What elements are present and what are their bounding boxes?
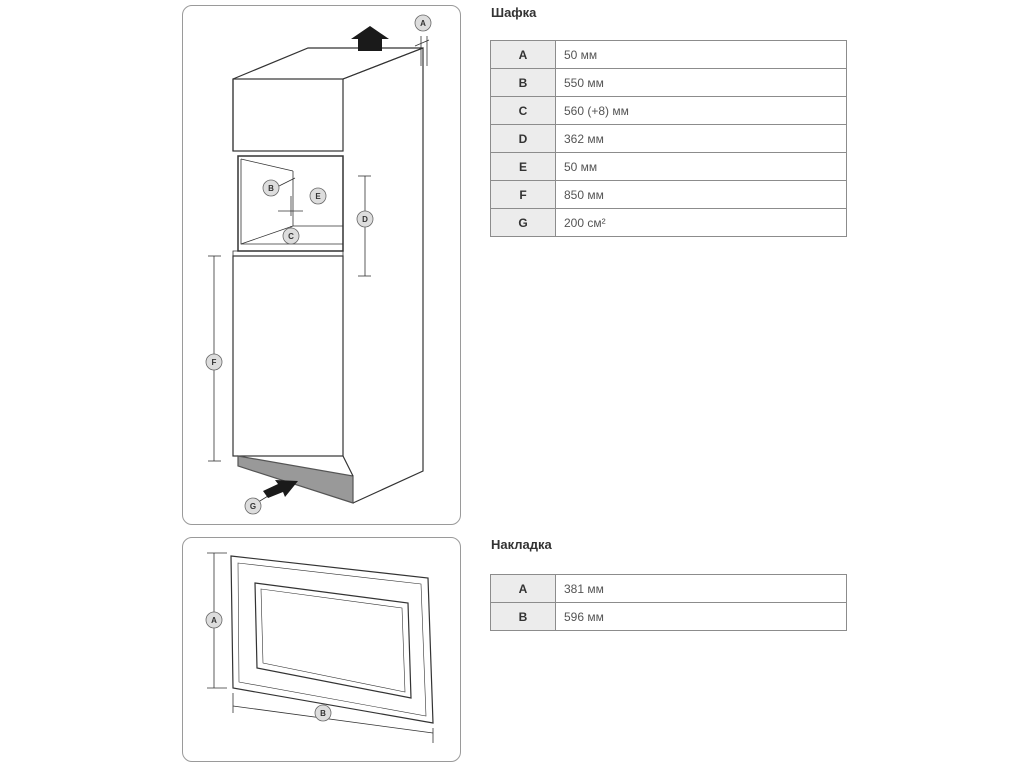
callout-e-label: E	[315, 192, 321, 201]
spec-value: 381 мм	[555, 574, 847, 603]
trim-diagram: A B	[205, 552, 434, 743]
table-row: F 850 мм	[490, 180, 847, 209]
trim-spec-table: A 381 мм B 596 мм	[490, 574, 847, 631]
callout-f-label: F	[212, 358, 217, 367]
spec-value: 550 мм	[555, 68, 847, 97]
table-row: B 550 мм	[490, 68, 847, 97]
trim-callout-b-label: B	[320, 709, 326, 718]
spec-key: A	[490, 574, 556, 603]
cabinet-section-title: Шафка	[491, 5, 537, 20]
callout-e	[309, 187, 327, 205]
table-row: E 50 мм	[490, 152, 847, 181]
trim-callout-a-label: A	[211, 616, 217, 625]
table-row: G 200 см²	[490, 208, 847, 237]
trim-callouts: A B	[205, 611, 332, 722]
table-row: A 381 мм	[490, 574, 847, 603]
callout-f	[205, 353, 223, 371]
cabinet-callouts: A B E C D F G	[205, 14, 432, 515]
spec-value: 560 (+8) мм	[555, 96, 847, 125]
spec-key: B	[490, 68, 556, 97]
callout-d-label: D	[362, 215, 368, 224]
trim-diagram-panel: A B	[182, 537, 461, 762]
cabinet-diagram-panel: A B E C D F G	[182, 5, 461, 525]
spec-key: F	[490, 180, 556, 209]
cabinet-diagram: A B E C D F G	[205, 14, 432, 515]
callout-c	[282, 227, 300, 245]
air-intake-arrow-icon	[263, 480, 298, 498]
callout-d	[356, 210, 374, 228]
cabinet-spec-table: A 50 мм B 550 мм C 560 (+8) мм D 362 мм …	[490, 40, 847, 237]
callout-a-top	[414, 14, 432, 32]
spec-key: B	[490, 602, 556, 631]
table-row: B 596 мм	[490, 602, 847, 631]
trim-callout-a	[205, 611, 223, 629]
spec-value: 50 мм	[555, 152, 847, 181]
spec-key: D	[490, 124, 556, 153]
trim-callout-b	[314, 704, 332, 722]
callout-g-label: G	[250, 502, 256, 511]
spec-key: E	[490, 152, 556, 181]
vent-up-arrow-icon	[351, 26, 389, 51]
callout-a-label: A	[420, 19, 426, 28]
spec-value: 850 мм	[555, 180, 847, 209]
spec-value: 200 см²	[555, 208, 847, 237]
spec-key: G	[490, 208, 556, 237]
table-row: C 560 (+8) мм	[490, 96, 847, 125]
spec-value: 362 мм	[555, 124, 847, 153]
callout-b	[262, 179, 280, 197]
callout-b-label: B	[268, 184, 274, 193]
trim-section-title: Накладка	[491, 537, 552, 552]
callout-c-label: C	[288, 232, 294, 241]
spec-value: 596 мм	[555, 602, 847, 631]
spec-key: A	[490, 40, 556, 69]
spec-key: C	[490, 96, 556, 125]
callout-g	[244, 497, 262, 515]
table-row: A 50 мм	[490, 40, 847, 69]
table-row: D 362 мм	[490, 124, 847, 153]
spec-value: 50 мм	[555, 40, 847, 69]
